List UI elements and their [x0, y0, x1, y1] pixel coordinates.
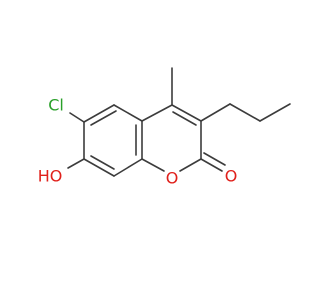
structure-canvas: Cl HO O O: [37, 67, 291, 188]
carbonyl-oxygen-label: O: [225, 167, 238, 186]
bond-c8-c8a: [113, 158, 143, 177]
bond-c2-carbonyl-o: [200, 158, 223, 172]
bond-c7-c8: [83, 158, 115, 177]
chlorine-atom-label: Cl: [48, 96, 64, 115]
bond-propyl-2-3: [259, 103, 291, 122]
bond-c2-carbonyl-o-second: [203, 152, 226, 166]
bond-c2-o1: [179, 158, 202, 172]
bond-c7-oh: [67, 158, 85, 169]
bond-o1-c8a: [141, 158, 165, 172]
bond-c4a-c4: [141, 104, 173, 122]
bond-c4-c3: [171, 104, 202, 122]
bond-c7-c8-inner: [90, 155, 115, 170]
bond-propyl-1-2: [229, 103, 261, 122]
ring-oxygen-label: O: [166, 169, 179, 188]
bond-c5-c6: [83, 104, 115, 123]
bond-c4a-c5: [113, 104, 143, 122]
bond-c3-propyl-1: [200, 103, 231, 122]
bond-c4-c3-inner: [172, 111, 197, 126]
hydroxyl-group-label: HO: [38, 167, 63, 186]
bond-c6-cl: [69, 112, 85, 123]
molecule-diagram: Cl HO O O: [38, 67, 291, 188]
bond-c6-c5-inner: [90, 110, 117, 126]
